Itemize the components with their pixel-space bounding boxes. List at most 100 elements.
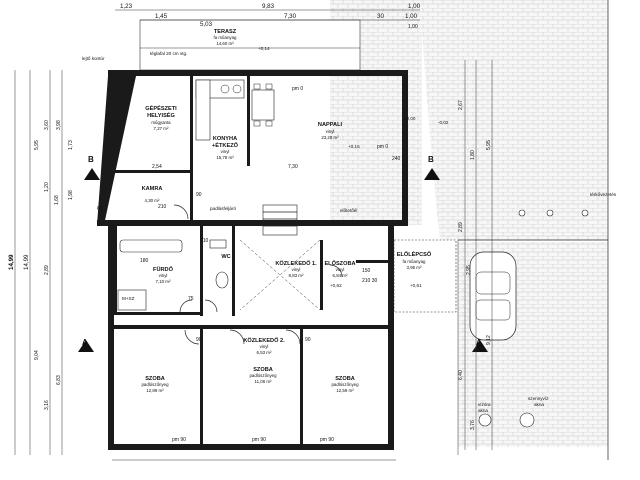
- attic-stair: [262, 204, 298, 236]
- room-name: TERASZ: [214, 29, 237, 35]
- opening-text: 75: [188, 296, 194, 302]
- dimension-text: 2,95: [466, 265, 472, 275]
- entrance-porch: [393, 239, 457, 313]
- opening-text: pm 90: [320, 437, 334, 443]
- dimension-text: 9,12: [486, 335, 492, 345]
- dimension-text: 2,67: [458, 100, 464, 110]
- room-floor: vinyl: [292, 267, 301, 272]
- sewage-pit-label: szennyvíz: [528, 396, 549, 401]
- level-mark: -0,02: [438, 120, 449, 125]
- level-mark: ±0,00: [404, 116, 416, 121]
- room-name: KÖZLEKEDŐ 1.: [275, 260, 317, 267]
- room-name: GÉPÉSZETI: [145, 104, 177, 112]
- room-name: WC: [221, 254, 230, 260]
- dimension-text: 6,83: [56, 375, 62, 385]
- paving-zone-strip: [512, 0, 608, 240]
- opening-text: 90: [196, 337, 202, 343]
- room-name: SZOBA: [335, 376, 355, 382]
- dimension-text: 9,04: [34, 350, 40, 360]
- room-floor: fa műanyag: [403, 259, 427, 264]
- utility-pits: [478, 412, 535, 428]
- bathroom-fixtures: [117, 239, 229, 311]
- opening-text: 90: [305, 337, 311, 343]
- room-name: KAMRA: [142, 186, 163, 192]
- dimension-text: 1,73: [68, 140, 74, 150]
- opening-text: pm 90: [252, 437, 266, 443]
- room-area: 12,89 m²: [146, 388, 164, 393]
- door-swings: [173, 204, 343, 345]
- water-meter-label: vízóra: [478, 402, 491, 407]
- canopy-edge-label: előtetőél: [340, 208, 357, 213]
- opening-text: 210 30: [362, 278, 378, 284]
- dimension-text: 2,89: [44, 265, 50, 275]
- bollards: [518, 209, 589, 217]
- opening-text: pm 90: [172, 437, 186, 443]
- section-letter: A: [476, 338, 482, 347]
- room-area: 3,95 m²: [407, 265, 422, 270]
- opening-text: 7,30: [288, 164, 298, 170]
- dimension-text: 3,60: [44, 120, 50, 130]
- opening-text: 210: [158, 204, 167, 210]
- room-floor: fa műanyag: [214, 35, 238, 40]
- room-name: NAPPALI: [318, 122, 343, 128]
- dimension-text: 30: [377, 13, 384, 20]
- dimension-text: 7,30: [284, 13, 297, 20]
- section-letter: B: [428, 155, 434, 164]
- dimension-lines: [14, 9, 493, 461]
- dimension-text: 3,98: [56, 120, 62, 130]
- room-area: 12,59 m²: [336, 388, 354, 393]
- room-name: FÜRDŐ: [153, 266, 174, 273]
- corridor-dashed-diagonals: [239, 239, 321, 311]
- dimension-text: 3,16: [44, 400, 50, 410]
- opening-text: 150: [362, 268, 371, 274]
- room-name: SZOBA: [253, 367, 273, 373]
- level-mark: +0,61: [410, 283, 422, 288]
- dimension-text: 9,83: [262, 3, 275, 10]
- dimension-text: 1,45: [155, 13, 168, 20]
- room-floor: vinyl: [326, 129, 335, 134]
- dimension-text: 5,95: [34, 140, 40, 150]
- attic-access-label: padlásfeljáró: [210, 206, 236, 211]
- room-floor: vinyl: [221, 149, 230, 154]
- dimension-text: 6,40: [458, 370, 464, 380]
- room-floor: padlószőnyeg: [331, 382, 359, 387]
- dimension-text: 5,03: [200, 21, 213, 28]
- room-floor: padlószőnyeg: [141, 382, 169, 387]
- room-area: 7,10 m²: [156, 279, 171, 284]
- dimension-text: 14,99: [8, 254, 15, 270]
- level-mark: +0,14: [258, 46, 270, 51]
- room-area: 7,27 m²: [154, 126, 169, 131]
- room-name: HELYISÉG: [147, 111, 175, 119]
- dimension-text: 1,23: [120, 3, 133, 10]
- dimension-text: 5,95: [486, 140, 492, 150]
- room-area: 4,30 m²: [145, 198, 160, 203]
- room-name: KONYHA: [213, 136, 237, 142]
- room-floor: vinyl: [159, 273, 168, 278]
- room-name: SZOBA: [145, 376, 165, 382]
- opening-text: 210: [200, 238, 209, 244]
- kitchen-furniture: [195, 79, 275, 141]
- room-floor: vinyl: [260, 344, 269, 349]
- room-area: 6,53 m²: [257, 350, 272, 355]
- opening-text: 240: [392, 156, 401, 162]
- dimension-text: 1,98: [68, 190, 74, 200]
- car-outline: [469, 251, 517, 341]
- dimension-text: 14,99: [23, 254, 30, 270]
- opening-text: 2,54: [152, 164, 162, 170]
- opening-text: 60: [97, 206, 103, 212]
- room-name: ELŐLÉPCSŐ: [397, 250, 432, 258]
- room-area: 14,60 m²: [216, 41, 234, 46]
- room-name: ELŐSZOBA: [324, 260, 355, 267]
- room-floor: padlószőnyeg: [249, 373, 277, 378]
- dimension-text: 2,89: [458, 222, 464, 232]
- dimension-text: 1,00: [405, 13, 418, 20]
- room-area: 6,84 m²: [333, 273, 348, 278]
- level-mark: +0,15: [348, 144, 360, 149]
- room-name: KÖZLEKEDŐ 2.: [243, 337, 285, 344]
- room-floor: műgyanta: [151, 120, 171, 125]
- outer-walls: [97, 70, 408, 450]
- dimension-text: 1,20: [44, 182, 50, 192]
- room-name: +ÉTKEZŐ: [212, 141, 239, 149]
- dimension-text: 1,80: [470, 150, 476, 160]
